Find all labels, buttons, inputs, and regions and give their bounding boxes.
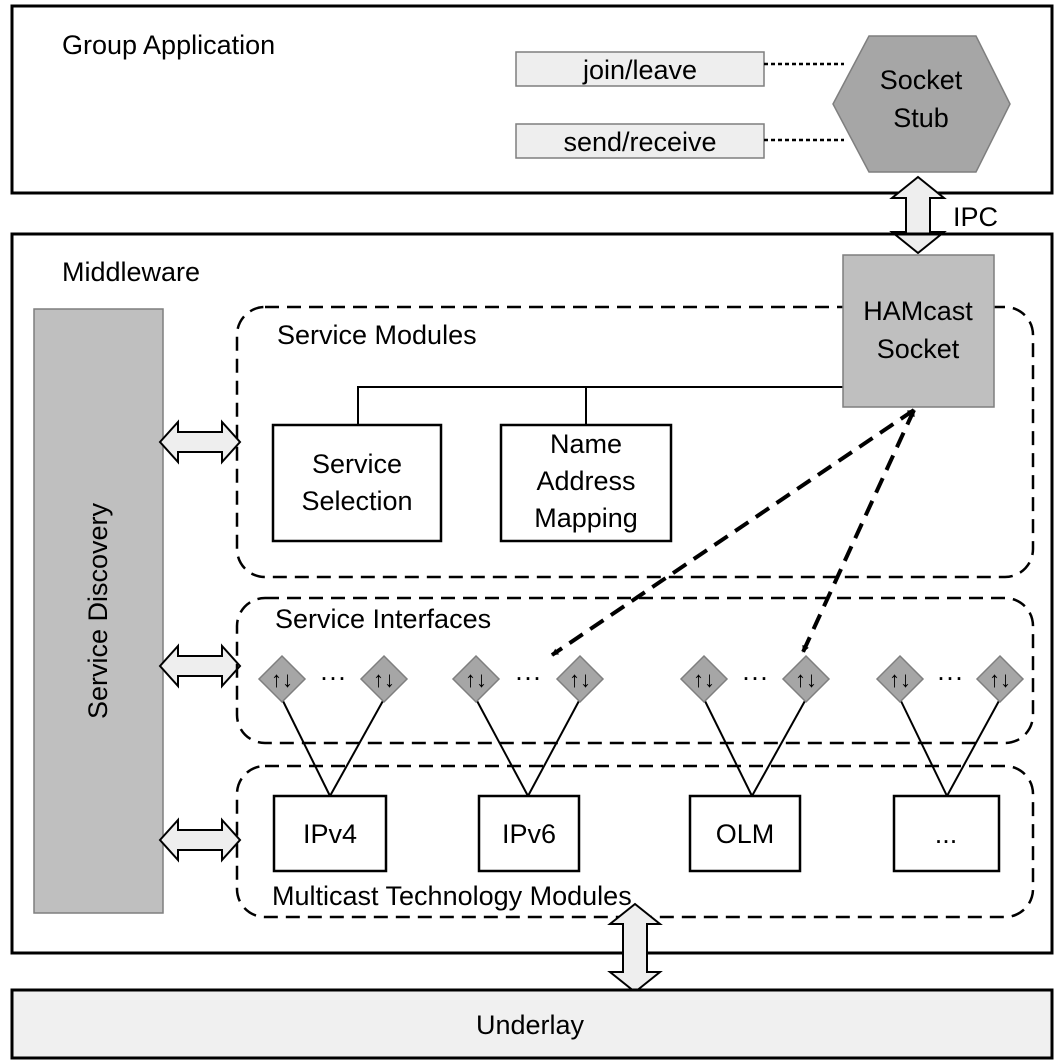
underlay-arrow (607, 902, 663, 994)
hamcast-socket-label-1: HAMcast (863, 296, 973, 326)
discovery-arrow-interfaces (158, 643, 242, 689)
group-application-box: Group Application join/leave send/receiv… (10, 4, 1054, 195)
svg-text:...: ... (935, 819, 958, 849)
name-mapping-label-2: Address (536, 466, 635, 496)
interface-diamond-olm-a: ↑↓ (679, 654, 729, 704)
service-selection-label-1: Service (312, 449, 402, 479)
send-receive-box (515, 123, 765, 159)
interface-diamond-other-a: ↑↓ (875, 654, 925, 704)
tech-module-ipv4: IPv4 (272, 794, 388, 873)
join-leave-label: join/leave (582, 55, 697, 85)
service-modules-title: Service Modules (277, 320, 477, 350)
discovery-arrow-technology (158, 817, 242, 863)
middleware-box: Middleware (10, 232, 1054, 955)
service-discovery-label: Service Discovery (83, 502, 113, 719)
technology-modules-title: Multicast Technology Modules (272, 881, 632, 911)
svg-text:OLM: OLM (716, 819, 775, 849)
underlay-box: Underlay (10, 988, 1054, 1060)
svg-text:↑↓: ↑↓ (569, 667, 591, 692)
svg-text:↑↓: ↑↓ (465, 667, 487, 692)
interface-connectors (281, 698, 1001, 797)
svg-text:↑↓: ↑↓ (889, 667, 911, 692)
interface-ellipsis-2: ··· (515, 662, 542, 692)
group-application-title: Group Application (62, 30, 275, 60)
svg-text:↑↓: ↑↓ (693, 667, 715, 692)
socket-stub-label-2: Stub (893, 103, 949, 133)
interface-diamond-other-b: ↑↓ (975, 654, 1025, 704)
tech-module-ipv6: IPv6 (477, 794, 581, 873)
svg-text:↑↓: ↑↓ (989, 667, 1011, 692)
name-mapping-label-1: Name (550, 429, 622, 459)
technology-modules-group: Multicast Technology Modules (235, 764, 1035, 919)
hamcast-to-ipv6-arrow (550, 408, 916, 657)
middleware-title: Middleware (62, 257, 200, 287)
discovery-arrow-modules (158, 419, 242, 465)
svg-text:↑↓: ↑↓ (795, 667, 817, 692)
hamcast-to-olm-arrow (801, 409, 916, 653)
svg-text:IPv4: IPv4 (303, 819, 357, 849)
service-interfaces-title: Service Interfaces (275, 604, 491, 634)
hamcast-socket: HAMcast Socket (842, 254, 995, 408)
tech-module-olm: OLM (688, 794, 802, 873)
name-mapping-label-3: Mapping (534, 503, 638, 533)
socket-stub-hexagon (832, 35, 1011, 173)
interface-diamond-ipv4-b: ↑↓ (359, 654, 409, 704)
underlay-label: Underlay (476, 1010, 585, 1040)
interface-diamond-ipv4-a: ↑↓ (257, 654, 307, 704)
send-receive-label: send/receive (563, 127, 716, 157)
service-selection-box (271, 423, 443, 543)
service-discovery-bar: Service Discovery (33, 308, 164, 914)
interface-ellipsis-1: ··· (320, 662, 347, 692)
socket-stub-label-1: Socket (880, 65, 963, 95)
service-selection-label-2: Selection (301, 486, 412, 516)
join-leave-box (515, 51, 765, 87)
tech-module-other: ... (892, 794, 1001, 873)
svg-text:↑↓: ↑↓ (373, 667, 395, 692)
svg-text:IPv6: IPv6 (502, 819, 556, 849)
interface-diamond-ipv6-b: ↑↓ (555, 654, 605, 704)
ipc-label: IPC (953, 202, 998, 232)
module-tree-line (357, 386, 843, 425)
svg-text:↑↓: ↑↓ (271, 667, 293, 692)
interface-diamond-ipv6-a: ↑↓ (451, 654, 501, 704)
interface-diamond-olm-b: ↑↓ (781, 654, 831, 704)
service-interfaces-group: Service Interfaces (235, 596, 1035, 745)
interface-ellipsis-3: ··· (742, 662, 769, 692)
interface-ellipsis-4: ··· (937, 662, 964, 692)
hamcast-socket-label-2: Socket (877, 334, 960, 364)
